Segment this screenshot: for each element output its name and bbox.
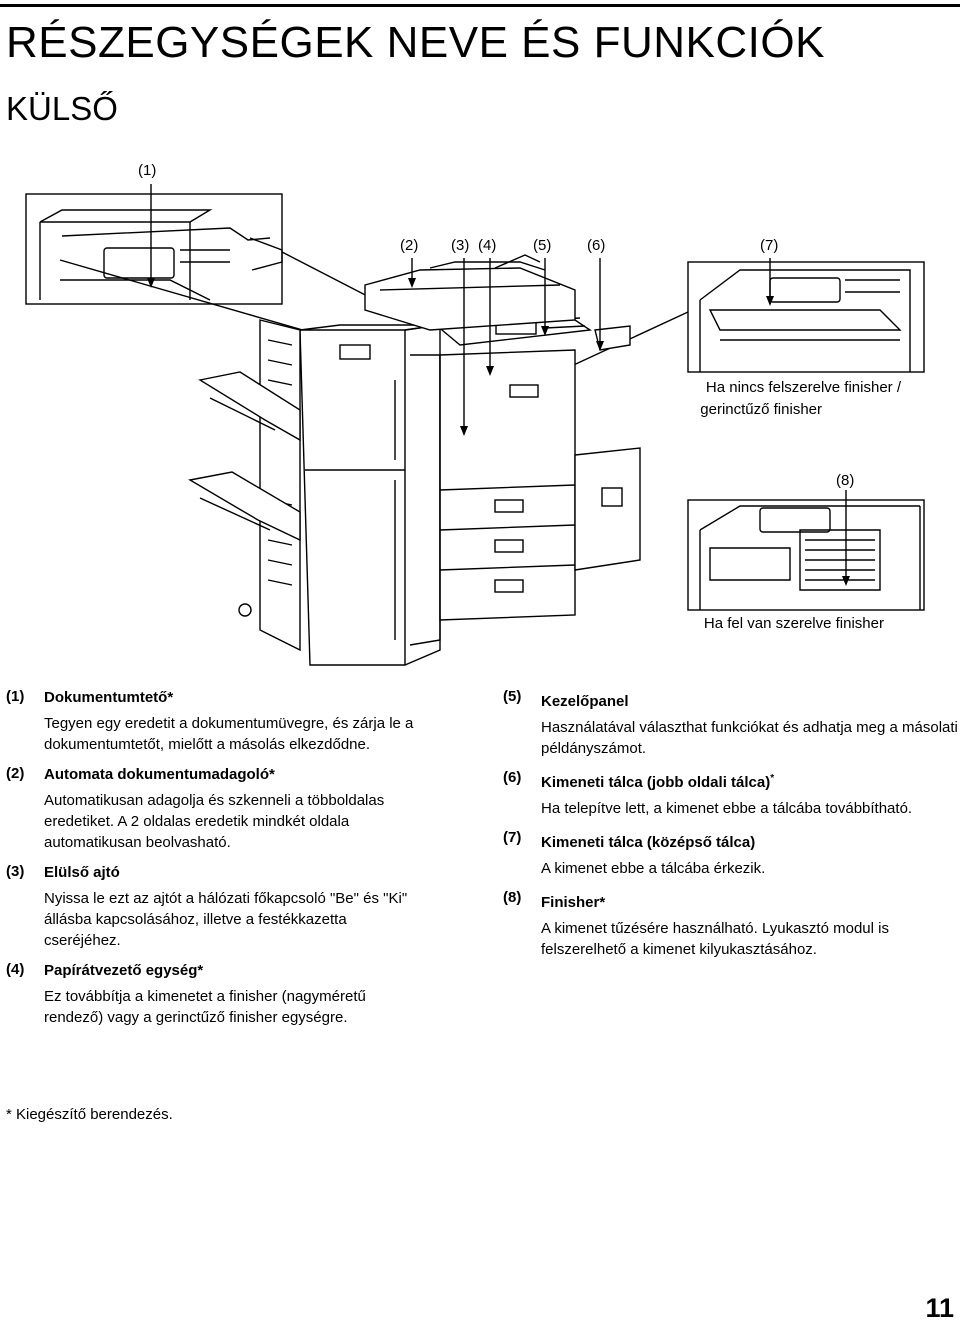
item-paper-pass-unit: (4) Papírátvezető egység* Ez továbbítja … (6, 961, 426, 1028)
item-description: Ha telepítve lett, a kimenet ebbe a tálc… (541, 800, 913, 817)
item-description: A kimenet tűzésére használható. Lyukaszt… (541, 920, 889, 958)
item-operation-panel: (5) Kezelőpanel Használatával választhat… (503, 688, 958, 759)
item-finisher: (8) Finisher* A kimenet tűzésére használ… (503, 889, 958, 960)
page-number: 11 (925, 1293, 954, 1323)
page-title: RÉSZEGYSÉGEK NEVE ÉS FUNKCIÓK (6, 18, 825, 67)
callout-label-7: (7) (760, 237, 778, 254)
item-description: Automatikusan adagolja és szkenneli a tö… (44, 792, 385, 851)
inset-document-cover (25, 193, 283, 305)
item-number: (8) (503, 889, 522, 906)
item-number: (5) (503, 688, 522, 705)
caption-no-finisher-line1: Ha nincs felszerelve finisher / (706, 379, 902, 396)
footnote: * Kiegészítő berendezés. (6, 1106, 173, 1123)
descriptions-right: (5) Kezelőpanel Használatával választhat… (503, 688, 958, 970)
item-title: Finisher* (541, 894, 606, 911)
item-number: (1) (6, 688, 25, 705)
callout-label-4: (4) (478, 237, 496, 254)
top-rule (0, 4, 960, 7)
item-title: Papírátvezető egység* (44, 962, 204, 979)
item-title: Kezelőpanel (541, 693, 629, 710)
inset-with-finisher (687, 499, 925, 611)
item-number: (6) (503, 769, 522, 786)
section-subtitle: KÜLSŐ (6, 90, 118, 127)
item-front-cover: (3) Elülső ajtó Nyissa le ezt az ajtót a… (6, 863, 426, 951)
machine-illustration: (1) (2) (3) (4) (5) (6) (7) (8) Ha nincs… (0, 150, 960, 680)
item-document-cover: (1) Dokumentumtető* Tegyen egy eredetit … (6, 688, 426, 755)
item-title: Kimeneti tálca (középső tálca) (541, 834, 756, 851)
item-title: Elülső ajtó (44, 864, 120, 881)
descriptions-left: (1) Dokumentumtető* Tegyen egy eredetit … (6, 688, 426, 1038)
item-description: Tegyen egy eredetit a dokumentumüvegre, … (44, 715, 414, 753)
item-number: (2) (6, 765, 25, 782)
item-right-tray: (6) Kimeneti tálca (jobb oldali tálca)* … (503, 769, 958, 819)
callout-label-8: (8) (836, 472, 854, 489)
item-document-feeder: (2) Automata dokumentumadagoló* Automati… (6, 765, 426, 853)
item-number: (7) (503, 829, 522, 846)
inset-no-finisher (687, 261, 925, 373)
copier-machine (188, 254, 641, 666)
callout-label-2: (2) (400, 237, 418, 254)
item-title: Kimeneti tálca (jobb oldali tálca)* (541, 773, 775, 791)
item-description: A kimenet ebbe a tálcába érkezik. (541, 860, 766, 877)
callout-label-1: (1) (138, 162, 156, 179)
callout-label-6: (6) (587, 237, 605, 254)
item-title: Dokumentumtető* (44, 689, 174, 706)
item-number: (4) (6, 961, 25, 978)
item-description: Nyissa le ezt az ajtót a hálózati főkapc… (44, 890, 408, 949)
callout-label-3: (3) (451, 237, 469, 254)
item-number: (3) (6, 863, 25, 880)
caption-no-finisher-line2: gerinctűző finisher (700, 401, 822, 418)
callout-label-5: (5) (533, 237, 551, 254)
caption-with-finisher: Ha fel van szerelve finisher (704, 615, 884, 632)
item-title: Automata dokumentumadagoló* (44, 766, 275, 783)
item-description: Használatával választhat funkciókat és a… (541, 719, 958, 757)
item-center-tray: (7) Kimeneti tálca (középső tálca) A kim… (503, 829, 958, 879)
item-description: Ez továbbítja a kimenetet a finisher (na… (44, 988, 366, 1026)
